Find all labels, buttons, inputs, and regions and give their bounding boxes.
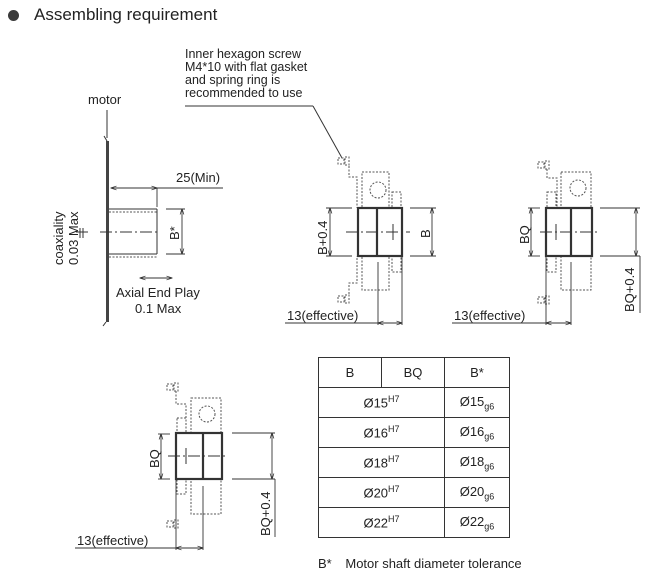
bore-cell: Ø20H7 [318,477,445,508]
clamp-screw-icon [198,405,216,423]
coaxiality-label: coaxiality [51,211,66,265]
section-title: Assembling requirement [34,5,218,24]
screw-note-line-1: Inner hexagon screw [185,47,302,61]
table-row: Ø20H7 Ø20g6 [318,477,510,508]
dim-13-label: 13(effective) [287,308,358,323]
dim-b-label: B [418,229,433,238]
footnote: B* Motor shaft diameter tolerance [318,556,522,571]
screw-icon [337,157,345,165]
bullet-icon [8,10,19,21]
motor-view: motor 25(Min) B* coaxiality 0.03 Max Axi… [51,92,223,327]
screw-note: Inner hexagon screw M4*10 with flat gask… [185,47,343,159]
coaxiality-value: 0.03 Max [66,211,81,265]
dim-bq04-label: BQ+0.4 [258,492,273,536]
screw-icon [166,383,174,391]
bore-cell: Ø16H7 [318,417,445,448]
motor-label: motor [88,92,122,107]
table-row: Ø18H7 Ø18g6 [318,447,510,478]
header-bq: BQ [381,357,445,388]
dim-13-label: 13(effective) [77,533,148,548]
dim-bq04-label: BQ+0.4 [622,268,637,312]
dim-bq-label: BQ [147,449,162,468]
footnote-text: Motor shaft diameter tolerance [345,556,522,571]
coupling-view-bq-bottom: BQ BQ+0.4 13(effective) [75,382,276,550]
screw-icon [537,296,545,304]
coupling-view-b: B+0.4 B 13(effective) [285,156,436,325]
clamp-screw-icon [569,179,587,197]
shaft-cell: Ø16g6 [444,417,510,448]
screw-icon [537,161,545,169]
shaft-cell: Ø18g6 [444,447,510,478]
table-header-row: B BQ B* [318,357,510,388]
coupling-view-bq-right: BQ BQ+0.4 13(effective) [452,160,641,325]
end-play-label: Axial End Play [116,285,200,300]
shaft-cell: Ø20g6 [444,477,510,508]
shaft-cell: Ø15g6 [444,387,510,418]
bore-cell: Ø18H7 [318,447,445,478]
end-play-value: 0.1 Max [135,301,182,316]
dim-b04-label: B+0.4 [315,221,330,255]
size-table: B BQ B* Ø15H7 Ø15g6 Ø16H7 Ø16g6 Ø18H7 Ø1… [318,357,510,538]
bore-cell: Ø22H7 [318,507,445,538]
table-row: Ø22H7 Ø22g6 [318,507,510,538]
table-row: Ø16H7 Ø16g6 [318,417,510,448]
dim-13-label: 13(effective) [454,308,525,323]
shaft-cell: Ø22g6 [444,507,510,538]
bore-cell: Ø15H7 [318,387,445,418]
dim-bstar-label: B* [167,226,182,240]
table-row: Ø15H7 Ø15g6 [318,387,510,418]
screw-icon [337,295,345,303]
clamp-screw-icon [369,181,387,199]
screw-note-line-2: M4*10 with flat gasket [185,60,308,74]
screw-icon [166,520,174,528]
screw-note-leader [312,105,343,159]
dim-bq-label: BQ [517,225,532,244]
screw-note-line-3: and spring ring is [185,73,280,87]
header-b: B [318,357,382,388]
screw-note-line-4: recommended to use [185,86,302,100]
dim-25min-label: 25(Min) [176,170,220,185]
section-heading: Assembling requirement [8,5,217,25]
footnote-key: B* [318,556,332,571]
header-bstar: B* [444,357,510,388]
